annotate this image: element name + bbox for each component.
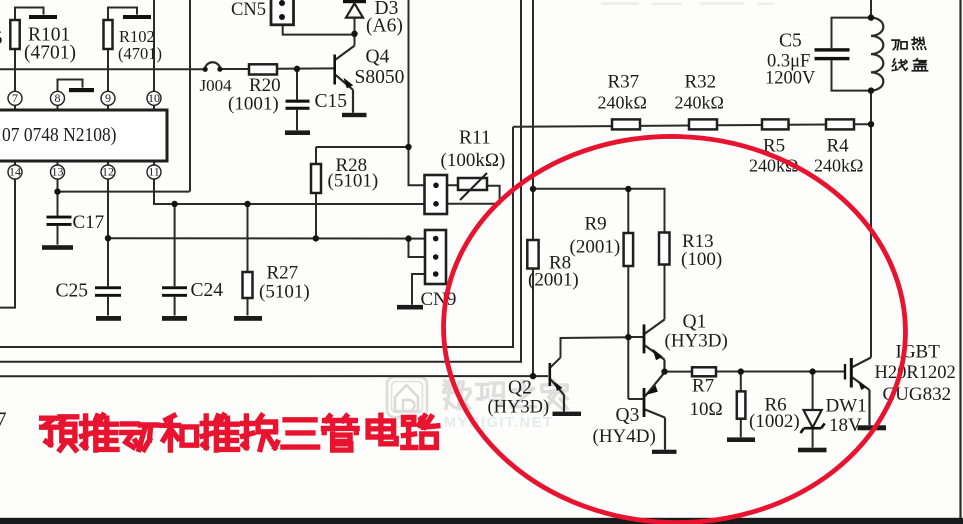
svg-text:(4701): (4701)	[24, 43, 76, 64]
svg-text:7: 7	[12, 91, 18, 105]
svg-text:MYDIGIT.NET: MYDIGIT.NET	[444, 415, 553, 431]
svg-text:11: 11	[148, 165, 160, 179]
svg-text:(100kΩ): (100kΩ)	[441, 150, 506, 171]
svg-text:(HY3D): (HY3D)	[665, 331, 728, 352]
svg-text:R102: R102	[119, 27, 155, 46]
svg-text:S8050: S8050	[355, 67, 405, 88]
svg-text:R11: R11	[459, 128, 491, 149]
svg-text:C15: C15	[315, 91, 348, 112]
svg-text:Q4: Q4	[366, 47, 390, 68]
svg-text:(5101): (5101)	[328, 171, 379, 192]
svg-text:R8: R8	[549, 253, 571, 274]
svg-text:(1002): (1002)	[749, 411, 800, 432]
svg-text:9: 9	[105, 91, 111, 105]
svg-text:J004: J004	[200, 76, 233, 95]
svg-text:Q1: Q1	[683, 312, 707, 333]
svg-text:240kΩ: 240kΩ	[814, 156, 863, 176]
svg-text:CN9: CN9	[421, 289, 457, 310]
svg-text:R37: R37	[608, 72, 640, 93]
svg-text:(100): (100)	[681, 249, 722, 270]
svg-text:C24: C24	[191, 280, 224, 301]
svg-text:7: 7	[0, 408, 7, 432]
svg-text:R101: R101	[28, 25, 70, 46]
svg-text:R28: R28	[336, 155, 368, 176]
svg-text:18V: 18V	[829, 415, 862, 436]
svg-text:(1001): (1001)	[228, 94, 279, 115]
svg-text:R13: R13	[682, 231, 714, 252]
svg-text:R7: R7	[692, 376, 714, 397]
svg-text:C17: C17	[73, 212, 105, 233]
svg-text:R32: R32	[685, 72, 717, 93]
svg-text:8: 8	[55, 91, 61, 105]
svg-text:H20R1202: H20R1202	[875, 363, 956, 383]
svg-text:DW1: DW1	[826, 396, 867, 417]
svg-text:(4701): (4701)	[118, 44, 162, 63]
svg-text:R27: R27	[267, 263, 299, 284]
svg-text:(HY4D): (HY4D)	[593, 426, 656, 447]
svg-text:R20: R20	[249, 75, 281, 96]
svg-text:14: 14	[9, 165, 21, 179]
svg-text:CUG832: CUG832	[883, 384, 952, 405]
svg-text:0.3μF: 0.3μF	[767, 52, 810, 72]
svg-text:Q2: Q2	[508, 378, 532, 399]
svg-text:C5: C5	[779, 31, 802, 52]
svg-text:(2001): (2001)	[528, 270, 579, 291]
svg-text:(2001): (2001)	[570, 237, 621, 258]
svg-text:R5: R5	[763, 136, 785, 157]
svg-text:10: 10	[148, 91, 160, 105]
svg-text:Q3: Q3	[616, 405, 640, 426]
svg-text:(5101): (5101)	[259, 282, 310, 303]
svg-text:R9: R9	[585, 214, 607, 235]
svg-text:1200V: 1200V	[765, 69, 816, 89]
svg-text:(HY3D): (HY3D)	[488, 398, 550, 418]
svg-text:5: 5	[0, 28, 3, 49]
svg-text:CN5: CN5	[231, 0, 266, 20]
svg-text:240kΩ: 240kΩ	[675, 93, 724, 113]
svg-text:R6: R6	[765, 395, 787, 416]
svg-text:(A6): (A6)	[366, 16, 403, 37]
svg-text:07 0748 N2108): 07 0748 N2108)	[2, 125, 117, 146]
svg-text:10Ω: 10Ω	[690, 399, 723, 420]
svg-text:C25: C25	[56, 281, 89, 302]
svg-text:D3: D3	[375, 0, 399, 19]
svg-text:13: 13	[52, 165, 64, 179]
svg-text:12: 12	[102, 165, 114, 179]
svg-text:R4: R4	[827, 136, 850, 157]
svg-text:240kΩ: 240kΩ	[598, 93, 647, 113]
